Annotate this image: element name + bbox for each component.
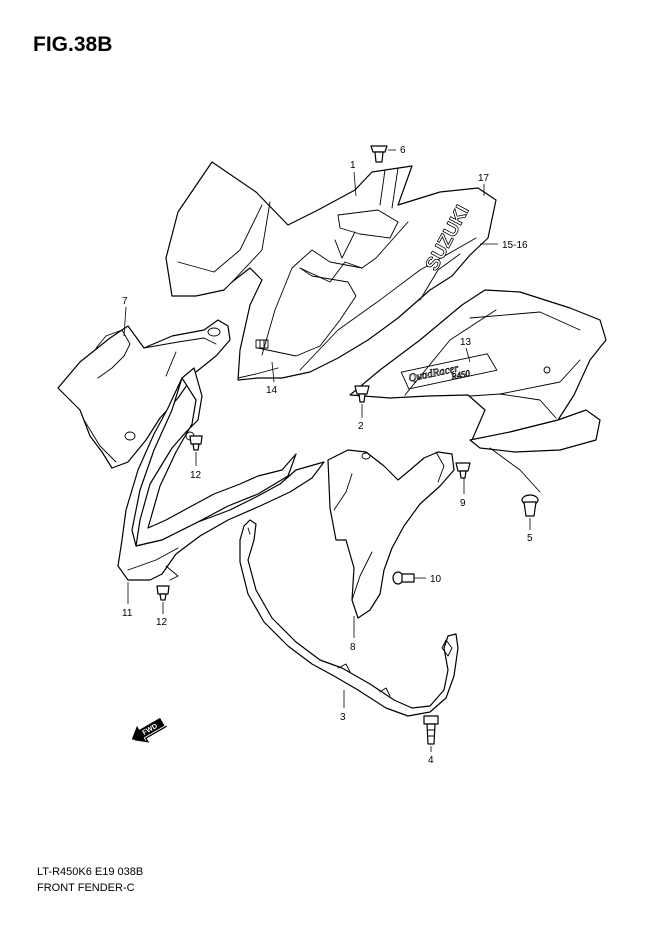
section-name: FRONT FENDER-C xyxy=(37,882,135,894)
front-fender-body: SUZUKI xyxy=(165,161,497,381)
callout-14: 14 xyxy=(266,385,278,396)
callout-7: 7 xyxy=(122,296,128,307)
screw-2 xyxy=(354,385,370,403)
callout-2: 2 xyxy=(358,421,364,432)
callout-1: 1 xyxy=(350,160,356,171)
callout-3: 3 xyxy=(340,712,346,723)
callout-8: 8 xyxy=(350,642,356,653)
arrow-left-icon: FWD xyxy=(131,717,167,743)
callout-12-upper: 12 xyxy=(190,470,202,481)
side-panel-right: QuadRacer R450 xyxy=(349,289,607,493)
callout-labels: 6 1 17 15-16 7 13 14 2 12 9 5 10 11 12 8… xyxy=(122,145,533,766)
fender-stay xyxy=(239,519,459,717)
callout-15-16: 15-16 xyxy=(502,240,528,251)
fwd-label: FWD xyxy=(142,723,159,737)
inner-panel-center xyxy=(327,449,455,619)
quadracer-decal-line2: R450 xyxy=(449,368,471,382)
screw-12-upper xyxy=(189,435,203,451)
callout-9: 9 xyxy=(460,498,466,509)
callout-12-lower: 12 xyxy=(156,617,168,628)
figure-title: FIG.38B xyxy=(33,33,113,56)
screw-9 xyxy=(455,462,471,479)
callout-10: 10 xyxy=(430,574,442,585)
callout-13: 13 xyxy=(460,337,472,348)
side-deflector-left xyxy=(57,319,231,469)
callout-17: 17 xyxy=(478,173,490,184)
callout-4: 4 xyxy=(428,755,434,766)
push-rivet-6 xyxy=(370,145,388,163)
quadracer-decal: QuadRacer R450 xyxy=(400,353,498,390)
bolt-4 xyxy=(423,715,439,745)
push-rivet-10 xyxy=(392,571,415,585)
callout-11: 11 xyxy=(122,608,133,619)
callout-6: 6 xyxy=(400,145,406,156)
leader-lines xyxy=(123,149,531,752)
screw-12-lower xyxy=(156,585,170,601)
grommet-5 xyxy=(521,494,539,517)
callout-5: 5 xyxy=(527,533,533,544)
model-code: LT-R450K6 E19 038B xyxy=(37,866,144,878)
